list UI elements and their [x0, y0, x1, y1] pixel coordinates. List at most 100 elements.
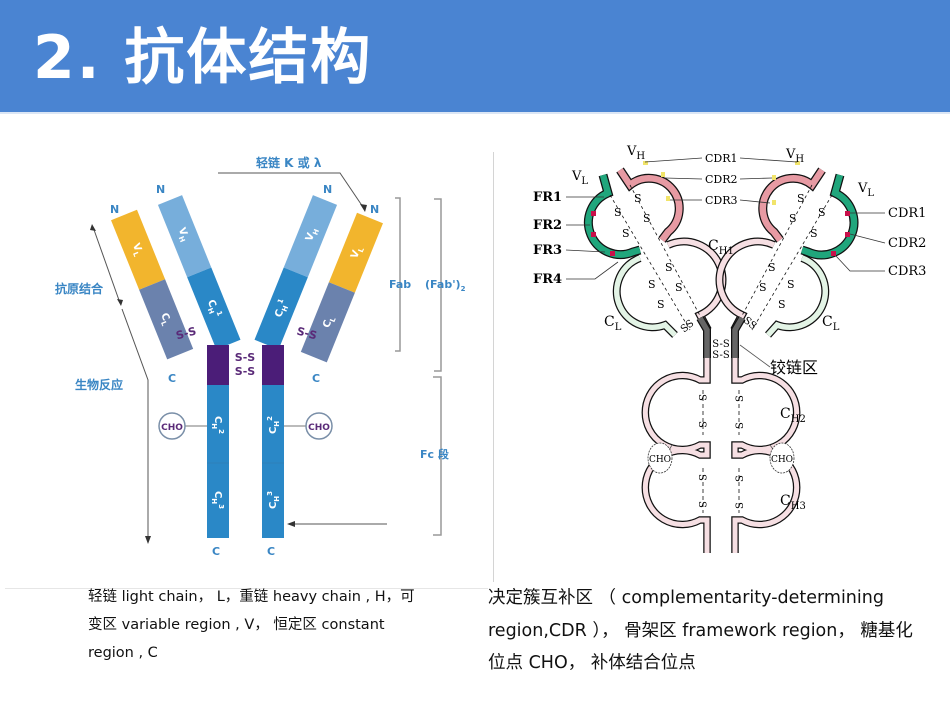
biological-response-label: 生物反应: [75, 377, 123, 392]
antibody-structure-diagram-left: 轻链 K 或 λ VL CL N C VH CH1 N VH CH1 N VL …: [55, 155, 466, 558]
right-fc-chain: [731, 358, 801, 553]
fab2-bracket: [434, 198, 442, 372]
light-cdr2-label: CDR2: [888, 236, 926, 251]
ch3-label: CH3: [780, 493, 806, 512]
arrowhead: [360, 204, 367, 212]
left-lc-c-terminal: C: [168, 372, 176, 385]
column-divider: [493, 152, 494, 582]
right-ch1-label: CH1: [271, 297, 292, 319]
cdr-pointer: [644, 157, 703, 163]
left-cl-label: CL: [156, 311, 173, 327]
s-label: S: [787, 278, 795, 291]
cdr-mark: [772, 200, 776, 205]
left-vh-label: VH: [174, 226, 191, 244]
cdr-pointer: [739, 199, 771, 204]
hinge-ss-2: S-S: [712, 350, 730, 361]
caption-right: 决定簇互补区 （ complementarity-determining reg…: [488, 588, 913, 673]
s-label: S: [696, 501, 707, 508]
fr1-label: FR1: [533, 190, 562, 205]
ss-label: SS: [679, 318, 697, 335]
arrowhead: [90, 224, 96, 231]
left-cl-label: CL: [604, 314, 622, 333]
right-ch1-domain: [254, 267, 308, 350]
left-light-chain: VL CL: [111, 209, 194, 360]
disulfide-dash-line: [751, 194, 833, 331]
cdr-pointer: [739, 157, 798, 163]
left-hinge-segment-fill: [697, 316, 710, 358]
heavy-cdr2-label: CDR2: [705, 173, 738, 186]
cdr-mark: [661, 172, 665, 177]
right-vh-label: VH: [304, 226, 321, 244]
left-ch3-domain: [207, 463, 229, 538]
fc-bracket: [433, 376, 442, 536]
left-vl-label: VL: [571, 169, 588, 187]
fab-label: Fab: [389, 278, 411, 291]
left-fc-chain: [641, 358, 711, 553]
fab-bracket: [395, 197, 401, 352]
right-cl-label: CL: [822, 314, 840, 333]
right-vl-label: VL: [857, 181, 874, 199]
left-vh-loop-fill: [617, 168, 683, 242]
right-lh-disulfide-bond: S-S: [295, 325, 318, 343]
hinge-ss-1: S-S: [712, 339, 730, 350]
hinge-disulfide-bond-1: S-S: [235, 351, 255, 364]
cdr-mark: [643, 161, 648, 165]
right-cl-loop-fill: [765, 255, 828, 337]
hinge-pointer: [739, 344, 771, 368]
left-ch1-label: CH1: [708, 238, 734, 257]
left-ch2-domain: [207, 385, 229, 463]
s-label: S: [735, 475, 746, 482]
right-cl-domain: [300, 282, 355, 363]
right-vh-domain: [283, 195, 338, 278]
s-label: S: [696, 474, 707, 481]
left-cho-ellipse: [647, 442, 673, 474]
right-hinge-segment-fill: [732, 316, 745, 358]
cdr-pointer: [664, 177, 703, 180]
right-ch3-domain: [262, 463, 284, 538]
right-ch2-domain: [262, 385, 284, 463]
s-label: S: [648, 278, 656, 291]
arrowhead: [117, 299, 123, 306]
right-hc-n-terminal: N: [323, 183, 332, 196]
left-ch1-label: CH1: [203, 297, 224, 319]
cdr-pointer: [835, 255, 885, 272]
left-vl-domain: [111, 209, 166, 290]
left-cl-loop-fill: [614, 255, 677, 337]
s-label: S: [759, 281, 767, 294]
s-label: S: [818, 206, 826, 219]
caption-divider: [5, 588, 488, 589]
right-lc-c-terminal: C: [312, 372, 320, 385]
cdr-mark: [666, 196, 670, 201]
s-label: S: [735, 502, 746, 509]
left-ch1-domain: [187, 267, 241, 350]
arrowhead: [287, 521, 295, 527]
right-ch2-label: CH2: [266, 416, 281, 434]
fr2-label: FR2: [533, 218, 562, 233]
left-hc-c-terminal: C: [212, 545, 220, 558]
left-vh-label: VH: [626, 144, 645, 162]
disulfide-dash-line: [629, 184, 706, 326]
title-banner: 2. 抗体结构: [0, 0, 950, 112]
hinge-disulfide-bond-2: S-S: [235, 365, 255, 378]
right-lc-n-terminal: N: [370, 203, 379, 216]
disulfide-dash-line: [609, 194, 691, 331]
ch2-label: CH2: [780, 406, 806, 425]
s-label: S: [657, 298, 665, 311]
s-label: S: [735, 422, 746, 429]
s-label: S: [778, 298, 786, 311]
left-lc-n-terminal: N: [110, 203, 119, 216]
cdr-mark: [795, 161, 800, 165]
cdr-mark: [591, 232, 596, 237]
s-label: S: [622, 227, 630, 240]
heavy-cdr1-label: CDR1: [705, 152, 738, 165]
cdr-mark: [591, 211, 596, 216]
light-cdr1-label: CDR1: [888, 206, 926, 221]
cdr-mark: [845, 232, 850, 237]
left-cho-circle: [158, 412, 186, 440]
left-ch3-label: CH3: [210, 491, 225, 509]
right-cl-label: CL: [321, 314, 338, 330]
cdr-mark: [845, 211, 850, 216]
right-hc-c-terminal: C: [267, 545, 275, 558]
light-chain-pointer: [218, 172, 366, 211]
right-light-chain: VL CL: [300, 212, 383, 363]
